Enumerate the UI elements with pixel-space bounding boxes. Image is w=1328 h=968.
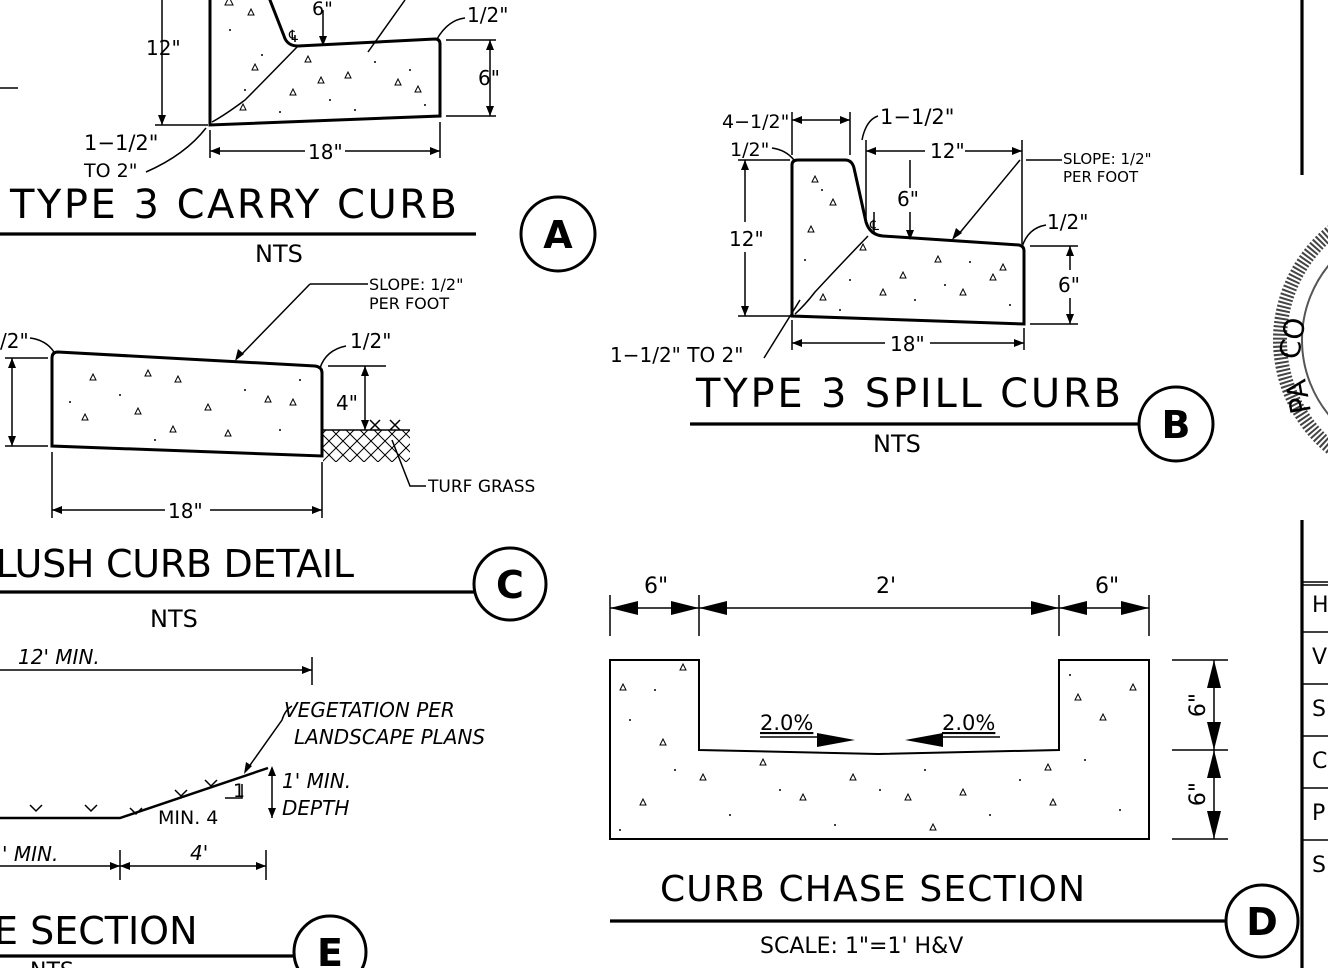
detail-c-scale: NTS — [150, 605, 198, 633]
detail-e: 12' MIN. 1 MIN. 4 VEGETATION PER LANDSCA… — [0, 645, 485, 968]
detail-d-tag: D — [1246, 900, 1278, 944]
veg-label-2: LANDSCAPE PLANS — [294, 725, 485, 749]
detail-d: 6" 2' 6" 2.0% 2.0% 6" 6" CURB CHASE SECT… — [609, 574, 1300, 959]
dim-four-ft-e: 4' — [190, 841, 208, 865]
dim-top-width: 12" — [930, 139, 965, 163]
dim-width-b: 18" — [890, 332, 925, 356]
slope-left-d: 2.0% — [760, 711, 813, 735]
slope-right-d: 2.0% — [942, 711, 995, 735]
detail-b-tag: B — [1162, 403, 1191, 447]
depth-label-1: 1' MIN. — [282, 769, 351, 793]
concrete-texture — [224, 0, 426, 113]
dim-top-left: 4−1/2" — [722, 111, 789, 133]
dim-half-right-b: 1/2" — [1047, 210, 1088, 234]
title-block-row-5: P — [1312, 801, 1325, 826]
dim-half-right-c: 1/2" — [350, 329, 391, 353]
dim-four-c: 4" — [336, 391, 358, 415]
carry-curb-body — [208, 0, 442, 127]
detail-d-title: CURB CHASE SECTION — [660, 869, 1085, 910]
detail-a-tag: A — [543, 213, 573, 257]
detail-d-scale: SCALE: 1"=1' H&V — [760, 934, 963, 959]
svg-text:PA: PA — [1279, 377, 1317, 416]
dim-depth: 6" — [897, 187, 919, 211]
dim-width-c: 18" — [168, 499, 203, 523]
dim-right-six: 6" — [478, 66, 500, 90]
concrete-texture-d — [619, 662, 1137, 831]
detail-e-title: E SECTION — [0, 909, 198, 953]
slope-rise-e: 1 — [233, 780, 245, 802]
dim-half-left: 1/2" — [730, 139, 769, 161]
detail-e-tag-circle — [292, 914, 368, 968]
dim-min-width-e: 12' MIN. — [18, 645, 100, 669]
detail-b-title: TYPE 3 SPILL CURB — [695, 371, 1121, 417]
detail-c-title: FLUSH CURB DETAIL — [0, 542, 354, 586]
turf-grass-label: TURF GRASS — [427, 477, 535, 497]
dim-chamfer-b: 1−1/2" TO 2" — [610, 343, 743, 367]
detail-b-scale: NTS — [873, 430, 921, 458]
concrete-texture-b — [804, 174, 1011, 311]
detail-b: ℄ 4−1/2" 1/2" 1−1/2" 12" SLOPE: 1/2" PER… — [610, 105, 1215, 463]
detail-c-tag-circle — [472, 546, 548, 622]
flush-curb-body — [50, 350, 324, 458]
centerline-symbol: ℄ — [288, 28, 298, 44]
dim-height-b: 12" — [729, 227, 764, 251]
dim-one-half: 1−1/2" — [880, 105, 954, 129]
slope-b-1: SLOPE: 1/2" — [1063, 150, 1152, 168]
detail-d-tag-circle — [1224, 883, 1300, 959]
detail-b-tag-circle — [1137, 385, 1215, 463]
dim-chamfer-1: 1−1/2" — [84, 131, 158, 155]
detail-c: /2" SLOPE: 1/2" PER FOOT 1/2" 4" TURF GR… — [0, 275, 548, 633]
dim-chamfer-2: TO 2" — [83, 160, 137, 182]
engineer-seal: CO PA — [1273, 225, 1328, 455]
slope-c-2: PER FOOT — [369, 294, 449, 313]
slope-run-e: MIN. 4 — [158, 807, 218, 829]
detail-a-scale: NTS — [255, 240, 303, 268]
slope-b-2: PER FOOT — [1063, 168, 1139, 186]
dim-half-right: 1/2" — [467, 3, 508, 27]
title-block-row-4: C — [1312, 749, 1327, 774]
dim-left-six-d: 6" — [644, 574, 668, 599]
title-block-row-3: S — [1312, 697, 1326, 722]
dim-height: 12" — [146, 36, 181, 60]
title-block-row-2: V — [1312, 645, 1327, 670]
title-block: H V S C P S — [1300, 0, 1328, 968]
curb-chase-body — [609, 659, 1150, 840]
concrete-texture-c — [69, 368, 301, 441]
detail-a-tag-circle — [519, 195, 597, 273]
dim-v-top-d: 6" — [1186, 693, 1211, 717]
centerline-symbol-b: ℄ — [869, 218, 879, 234]
dim-width: 18" — [308, 140, 343, 164]
turf-grass-hatch — [323, 430, 410, 462]
dim-left-min-e: ' MIN. — [2, 842, 58, 866]
svg-text:CO: CO — [1273, 315, 1313, 362]
dim-v-bottom-d: 6" — [1186, 782, 1211, 806]
dim-half-left-c: /2" — [0, 329, 29, 353]
dim-top-six: 6" — [312, 0, 333, 20]
dim-center-d: 2' — [876, 574, 896, 599]
title-block-row-1: H — [1312, 593, 1328, 618]
slope-c-1: SLOPE: 1/2" — [369, 275, 463, 294]
veg-label-1: VEGETATION PER — [284, 698, 455, 722]
detail-a-title: TYPE 3 CARRY CURB — [9, 182, 457, 228]
dim-right-six-b: 6" — [1058, 273, 1080, 297]
detail-e-scale: NTS — [30, 959, 74, 968]
detail-a: ℄ 6" 1/2" 6" 12" 18" 1−1/2" TO 2" TYPE — [0, 0, 597, 273]
detail-e-tag: E — [317, 931, 343, 968]
detail-c-tag: C — [496, 563, 524, 607]
depth-label-2: DEPTH — [282, 796, 349, 820]
dim-right-six-d: 6" — [1095, 574, 1119, 599]
title-block-row-6: S — [1312, 853, 1326, 878]
spill-curb-body — [790, 158, 1026, 326]
